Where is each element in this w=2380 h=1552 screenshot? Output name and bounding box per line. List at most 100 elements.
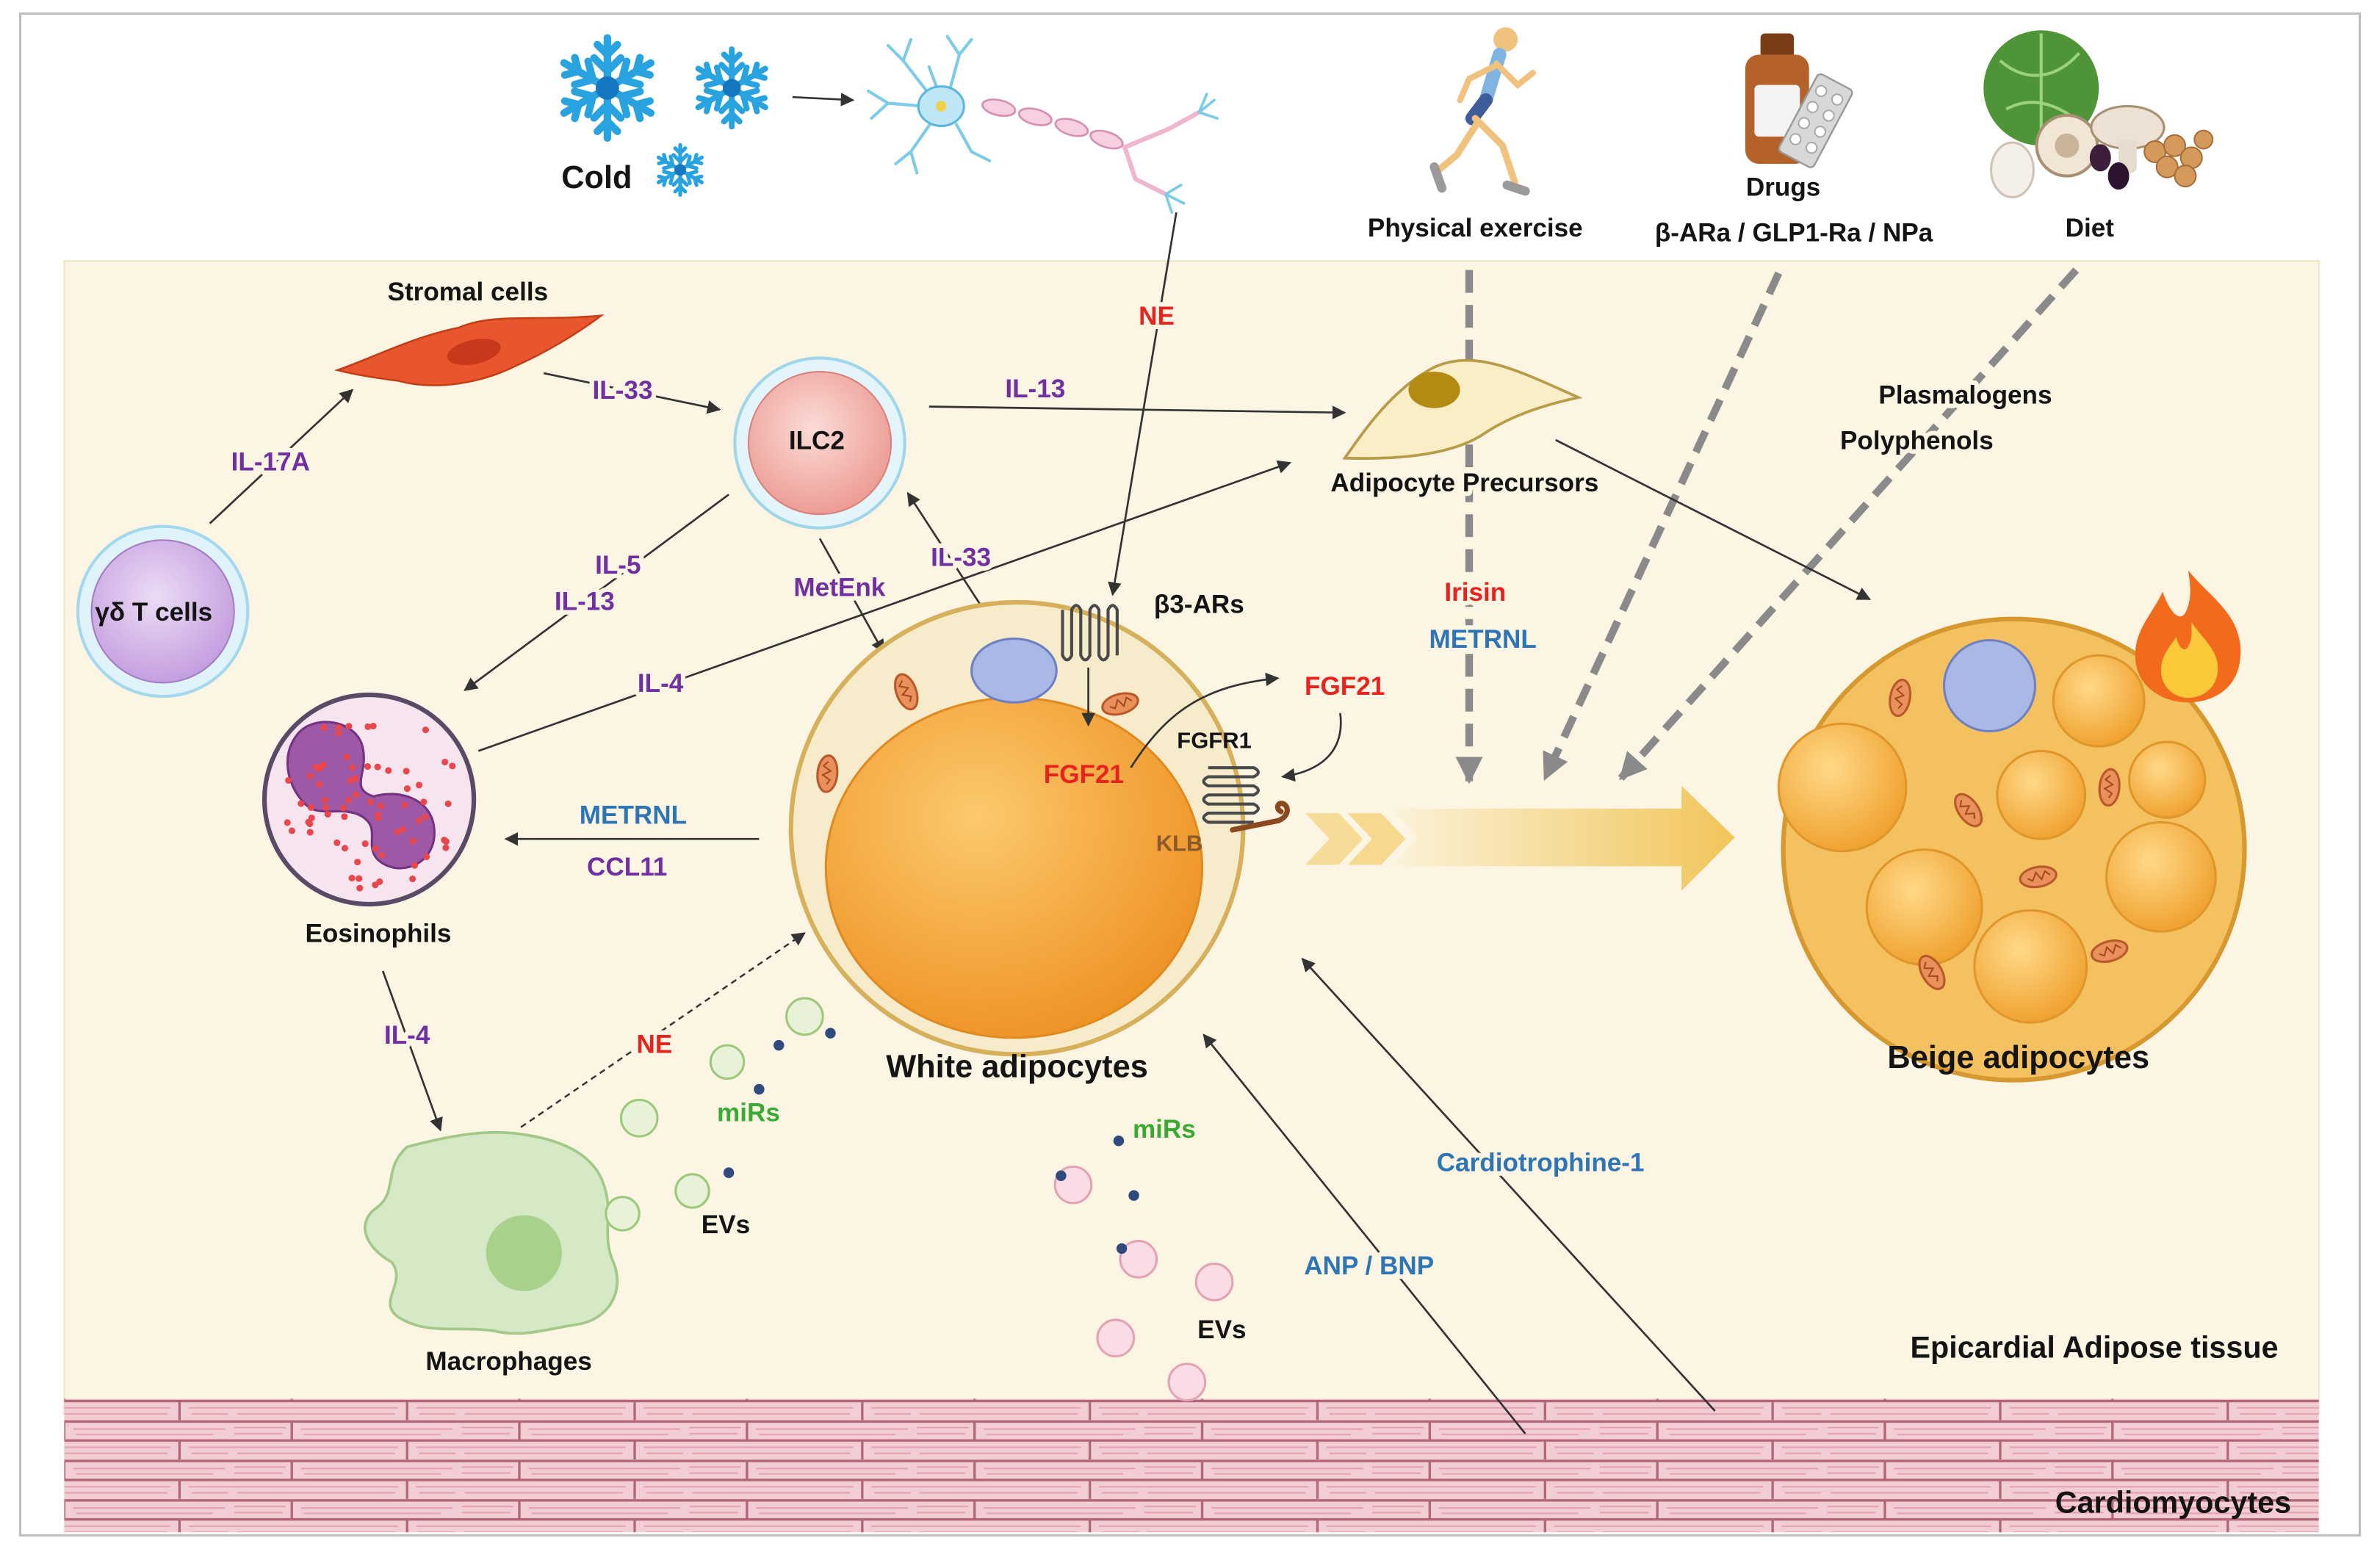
granule-dot <box>442 844 450 851</box>
fgf21-intracellular-label: FGF21 <box>1044 760 1124 789</box>
granule-dot <box>449 762 456 770</box>
granule-dot <box>308 814 315 822</box>
nucleus <box>1943 639 2037 733</box>
ilc2-label: ILC2 <box>789 426 845 455</box>
mirs-macrophage-label: miRs <box>717 1098 780 1127</box>
il13-precursors-arrow <box>928 405 1346 419</box>
granule-dot <box>415 782 423 789</box>
extracellular-vesicle <box>709 1044 746 1080</box>
cardiomyocytes-label: Cardiomyocytes <box>2055 1485 2291 1519</box>
cold-label: Cold <box>561 160 632 195</box>
lipid-droplet <box>1996 749 2087 840</box>
gd-t-cells-label: γδ T cells <box>95 598 212 627</box>
granule-dot <box>399 826 406 833</box>
granule-dot <box>409 837 417 845</box>
cold-to-neuron-arrow <box>792 93 855 107</box>
fgfr1-receptor <box>1202 766 1260 824</box>
granule-dot <box>394 829 401 836</box>
evs-macrophage-label: EVs <box>702 1210 750 1239</box>
granule-dot <box>385 767 392 774</box>
extracellular-vesicle <box>1119 1240 1158 1279</box>
granule-dot <box>411 862 419 869</box>
granule-dot <box>298 800 305 807</box>
big-arrow <box>1393 785 1735 891</box>
extracellular-vesicle <box>1194 1263 1234 1302</box>
klb-coreceptor <box>1230 801 1290 833</box>
granule-dot <box>341 845 349 852</box>
mirna-dot <box>825 1028 836 1039</box>
adipocyte-precursor-cell <box>1342 358 1583 460</box>
irisin-label: Irisin <box>1444 578 1506 607</box>
ccl11-label: CCL11 <box>587 853 667 881</box>
fgf21-secretion-arrow <box>1130 672 1280 768</box>
macrophages-label: Macrophages <box>425 1347 591 1376</box>
granule-dot <box>415 817 423 824</box>
mirna-dot <box>1128 1190 1139 1201</box>
beige-adipocytes-label: Beige adipocytes <box>1887 1040 2149 1075</box>
white-adipocytes-label: White adipocytes <box>886 1050 1148 1085</box>
mirna-dot <box>1113 1136 1125 1147</box>
neuron-axon <box>981 98 1124 150</box>
granule-dot <box>343 754 350 761</box>
ilc2-cell <box>733 356 906 530</box>
diet-label: Diet <box>2066 214 2115 242</box>
granule-dot <box>321 796 329 804</box>
blister-pack-icon <box>1778 73 1853 168</box>
il4-precursors-label: IL-4 <box>638 669 684 698</box>
flame-icon <box>2135 570 2241 703</box>
granule-dot <box>361 840 369 848</box>
granule-dot <box>324 811 331 818</box>
neuron-icon <box>867 35 1219 214</box>
diet-icon <box>1983 30 2214 199</box>
precursors-to-beige-arrow <box>1555 438 1871 601</box>
granule-dot <box>422 726 429 734</box>
stromal-cell <box>333 314 605 386</box>
gd-t-cell <box>76 524 250 699</box>
granule-dot <box>444 800 452 807</box>
il33-stromal-label: IL-33 <box>593 376 653 405</box>
eosinophil-granules <box>284 723 456 892</box>
lipid-droplet <box>1865 848 1983 967</box>
granule-dot <box>356 884 364 892</box>
drugs-arrow <box>1541 271 1783 781</box>
granule-dot <box>315 781 322 788</box>
il33-adipocyte-arrow <box>906 491 988 616</box>
lipid-droplet <box>1777 722 1908 853</box>
plasmalogens-label: Plasmalogens <box>1878 380 2052 409</box>
granule-dot <box>401 801 408 809</box>
lipid-droplet <box>824 696 1204 1039</box>
granule-dot <box>403 768 410 775</box>
diet-arrow <box>1618 267 2080 782</box>
beiging-arrow <box>1305 785 1735 891</box>
granule-dot <box>352 775 359 782</box>
fgf21-secreted-label: FGF21 <box>1305 672 1385 701</box>
il4-precursors-arrow <box>477 460 1292 752</box>
granule-dot <box>306 829 314 836</box>
granule-dot <box>347 777 354 784</box>
granule-dot <box>306 820 314 828</box>
chevron <box>1305 813 1363 865</box>
granule-dot <box>345 797 352 804</box>
granule-dot <box>348 874 356 882</box>
granule-dot <box>352 791 359 798</box>
granule-dot <box>442 838 450 845</box>
granule-dot <box>335 729 342 737</box>
b3ars-label: β3-ARs <box>1154 590 1244 618</box>
granule-dot <box>403 785 411 793</box>
granule-dot <box>369 723 377 730</box>
granule-dot <box>320 724 328 732</box>
il4-macrophages-arrow <box>381 970 443 1132</box>
ne-neuron-arrow <box>1108 212 1178 596</box>
granule-dot <box>367 798 374 806</box>
granule-dot <box>364 762 372 770</box>
stromal-cells-label: Stromal cells <box>388 278 549 306</box>
granule-dot <box>335 724 342 732</box>
adipocyte-precursors-label: Adipocyte Precursors <box>1330 469 1598 497</box>
ne-macrophage-arrow <box>520 932 806 1128</box>
cardiomyocyte-band <box>64 1398 2319 1533</box>
il13-eosinophils-label: IL-13 <box>555 587 615 616</box>
cardiotrophine-label: Cardiotrophine-1 <box>1437 1149 1645 1177</box>
granule-dot <box>354 859 361 866</box>
macrophage-cell <box>364 1130 619 1335</box>
granule-dot <box>420 798 428 806</box>
